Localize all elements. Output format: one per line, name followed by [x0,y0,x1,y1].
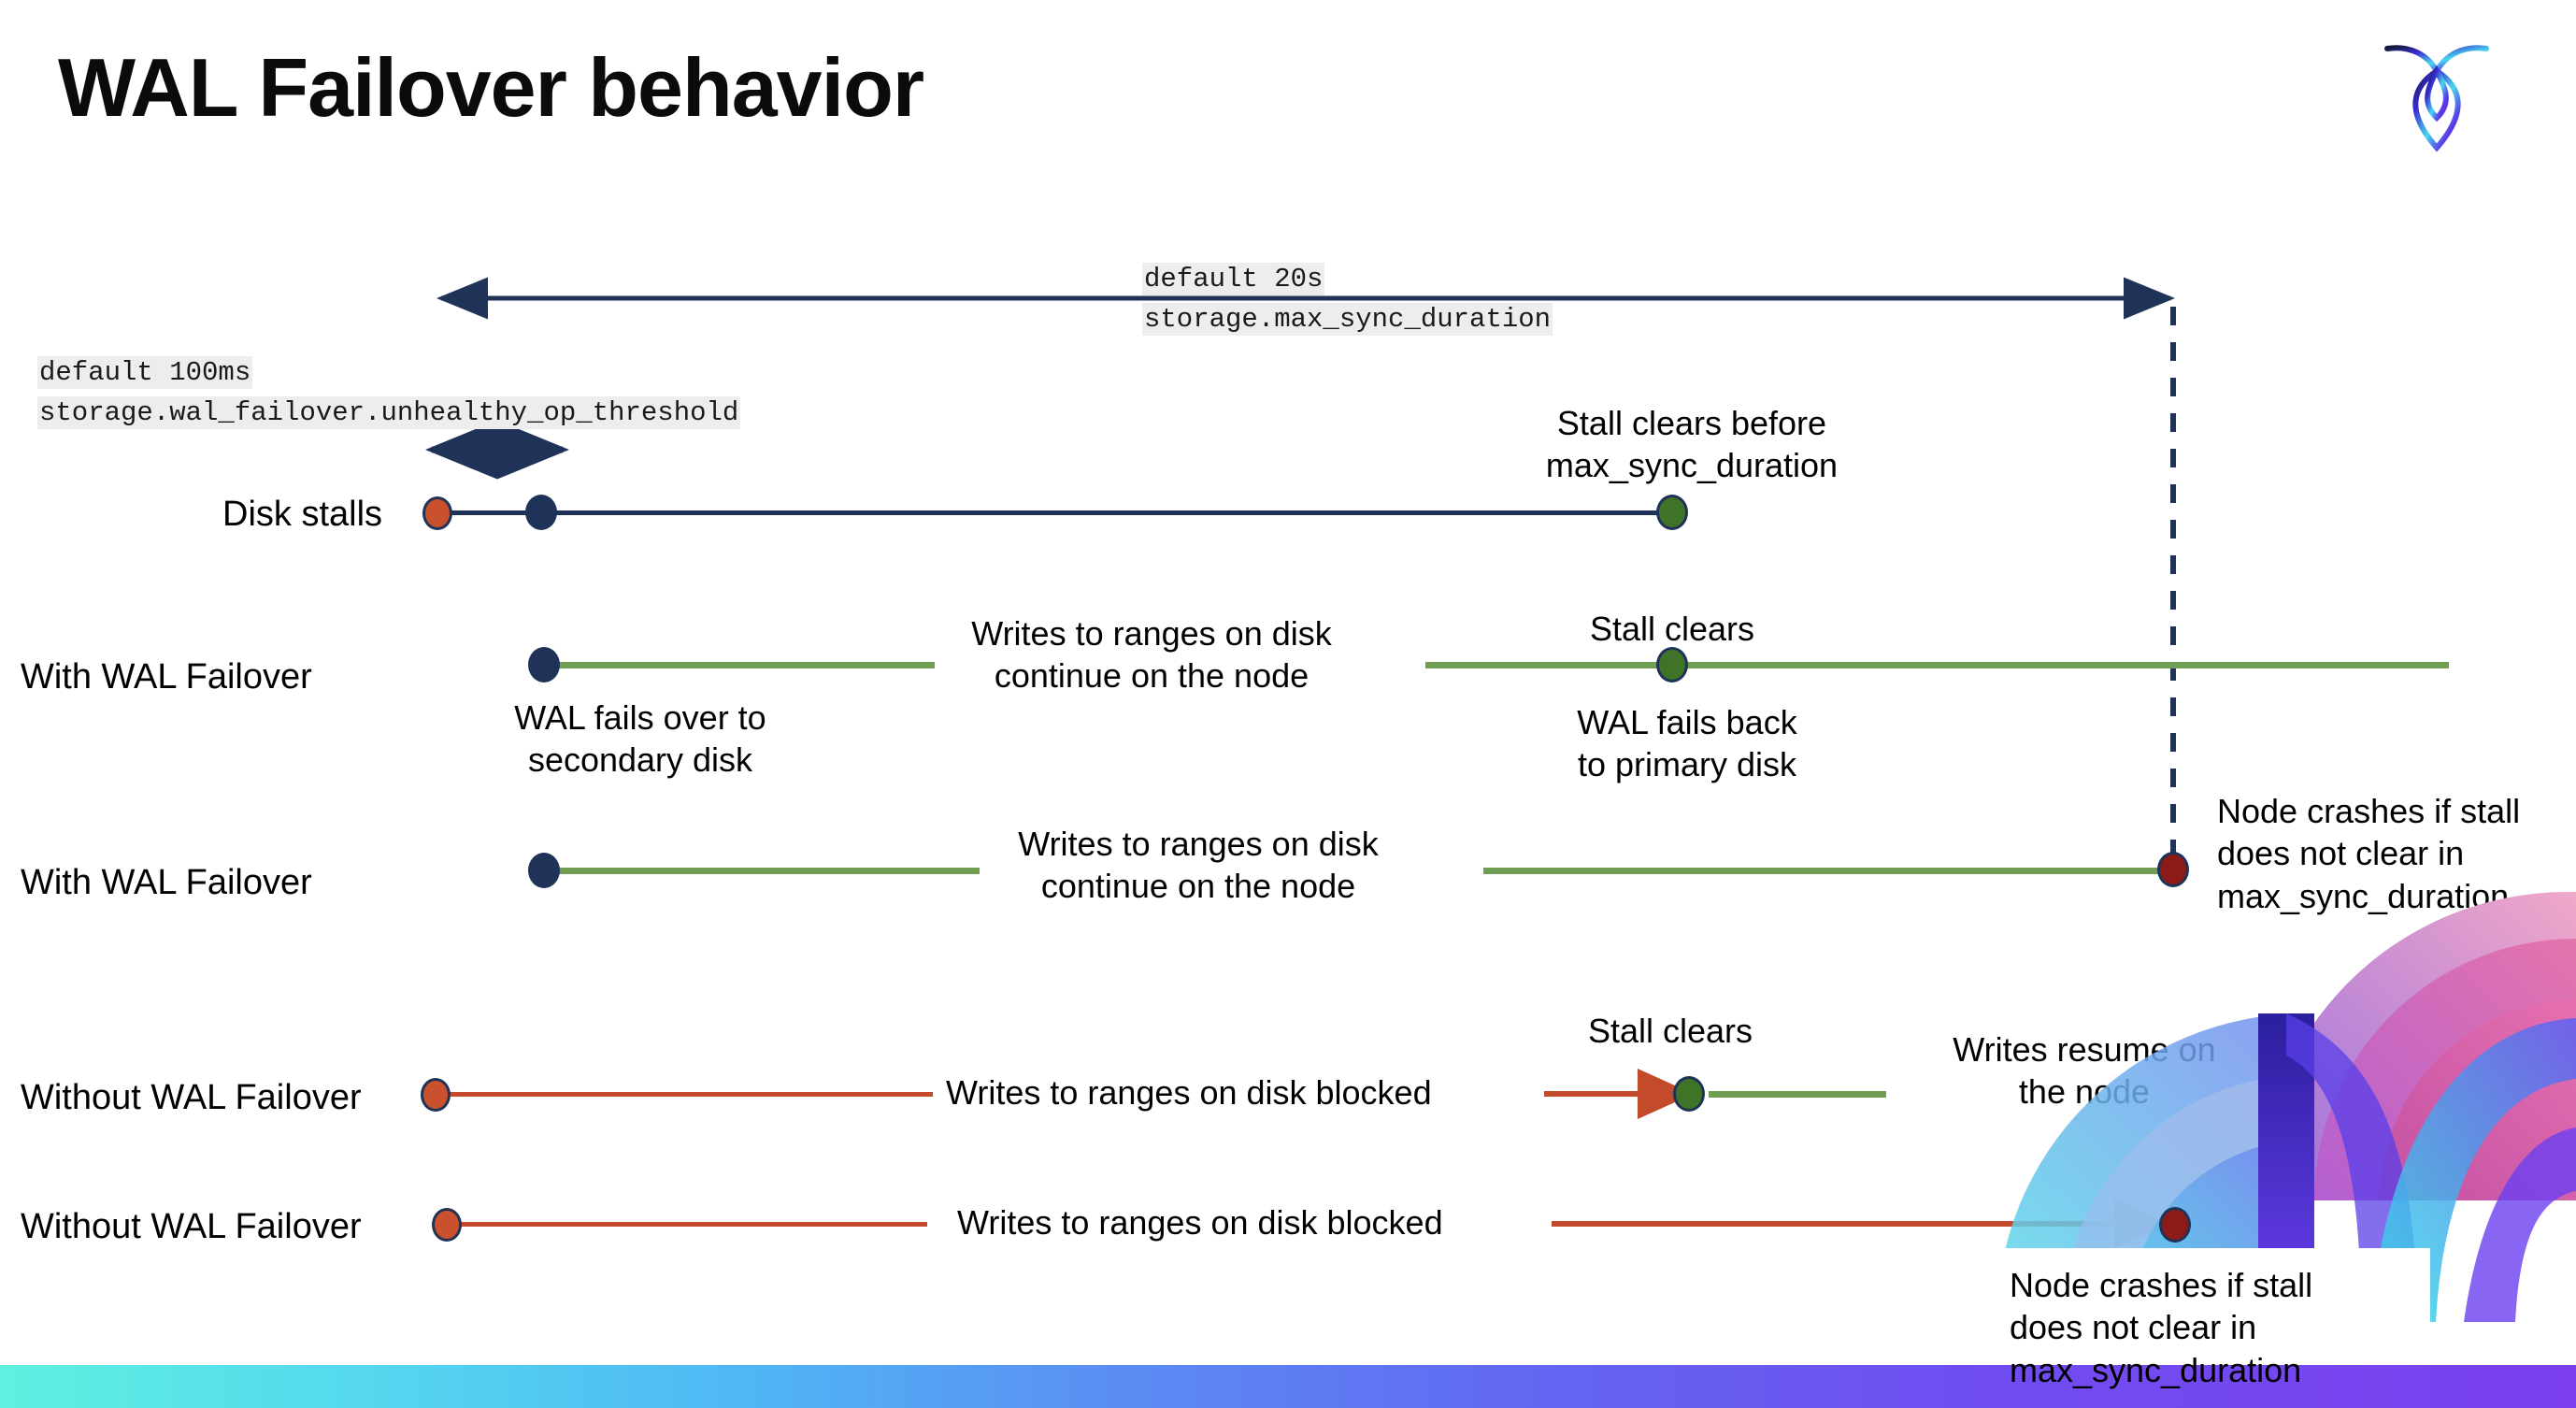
row-label-without-failover-recovers: Without WAL Failover [21,1078,362,1117]
with-failover-recovers-segment-1 [544,662,935,668]
note-writes-continue-2: Writes to ranges on disk continue on the… [1018,825,1379,906]
max-sync-duration-label: default 20s storage.max_sync_duration [1142,260,1553,340]
crash-caption-backdrop [1963,1248,2430,1375]
note-wal-fails-over: WAL fails over to secondary disk [514,698,766,780]
note-stall-clears-1: Stall clears [1589,610,1755,648]
row-label-with-failover-crashes: With WAL Failover [21,863,312,902]
unhealthy-op-setting-name: storage.wal_failover.unhealthy_op_thresh… [37,395,741,429]
row-label-with-failover-recovers: With WAL Failover [21,657,312,697]
disk-stalls-timeline [437,510,1675,515]
max-sync-default-text: default 20s [1142,263,1325,295]
disk-stall-clears-dot [1656,495,1688,530]
without-failover-recovers-start-dot [421,1078,451,1112]
note-node-crashes-1: Node crashes if stall does not clear in … [2217,792,2521,915]
note-stall-clears-2: Stall clears [1587,1012,1753,1050]
without-failover-recovers-resume-line-1 [1709,1091,1886,1098]
without-failover-recovers-blocked-line [449,1092,933,1097]
without-failover-crashes-node-crash-dot [2159,1207,2191,1243]
note-stall-clears-before-max-sync: Stall clears before max_sync_duration [1545,404,1839,485]
page-title: WAL Failover behavior [58,41,924,134]
unhealthy-op-threshold-label: default 100ms storage.wal_failover.unhea… [37,353,741,434]
cockroachdb-logo-icon [2380,24,2494,155]
bottom-gradient-bar [0,1365,2576,1408]
disk-stall-threshold-dot [525,495,557,530]
with-failover-crashes-segment-2 [1483,868,2169,874]
with-failover-recovers-failover-dot [528,647,560,682]
without-failover-crashes-blocked-line [460,1222,927,1227]
max-sync-setting-name: storage.max_sync_duration [1142,302,1553,336]
without-failover-crashes-start-dot [432,1208,462,1242]
note-wal-fails-back: WAL fails back to primary disk [1577,703,1797,784]
note-writes-continue-1: Writes to ranges on disk continue on the… [971,614,1332,696]
with-failover-crashes-node-crash-dot [2157,852,2189,887]
note-node-crashes-2: Node crashes if stall does not clear in … [2010,1266,2313,1389]
unhealthy-op-default-text: default 100ms [37,356,253,389]
note-writes-blocked-1: Writes to ranges on disk blocked [946,1073,1432,1112]
disk-stall-start-dot [422,496,452,530]
with-failover-recovers-segment-2 [1425,662,2449,668]
note-writes-blocked-2: Writes to ranges on disk blocked [957,1203,1443,1242]
with-failover-recovers-clears-dot [1656,647,1688,682]
without-failover-recovers-clears-dot [1673,1076,1705,1112]
with-failover-crashes-failover-dot [528,853,560,888]
row-label-without-failover-crashes: Without WAL Failover [21,1207,362,1246]
with-failover-crashes-segment-1 [544,868,980,874]
row-label-disk-stalls: Disk stalls [222,495,383,534]
